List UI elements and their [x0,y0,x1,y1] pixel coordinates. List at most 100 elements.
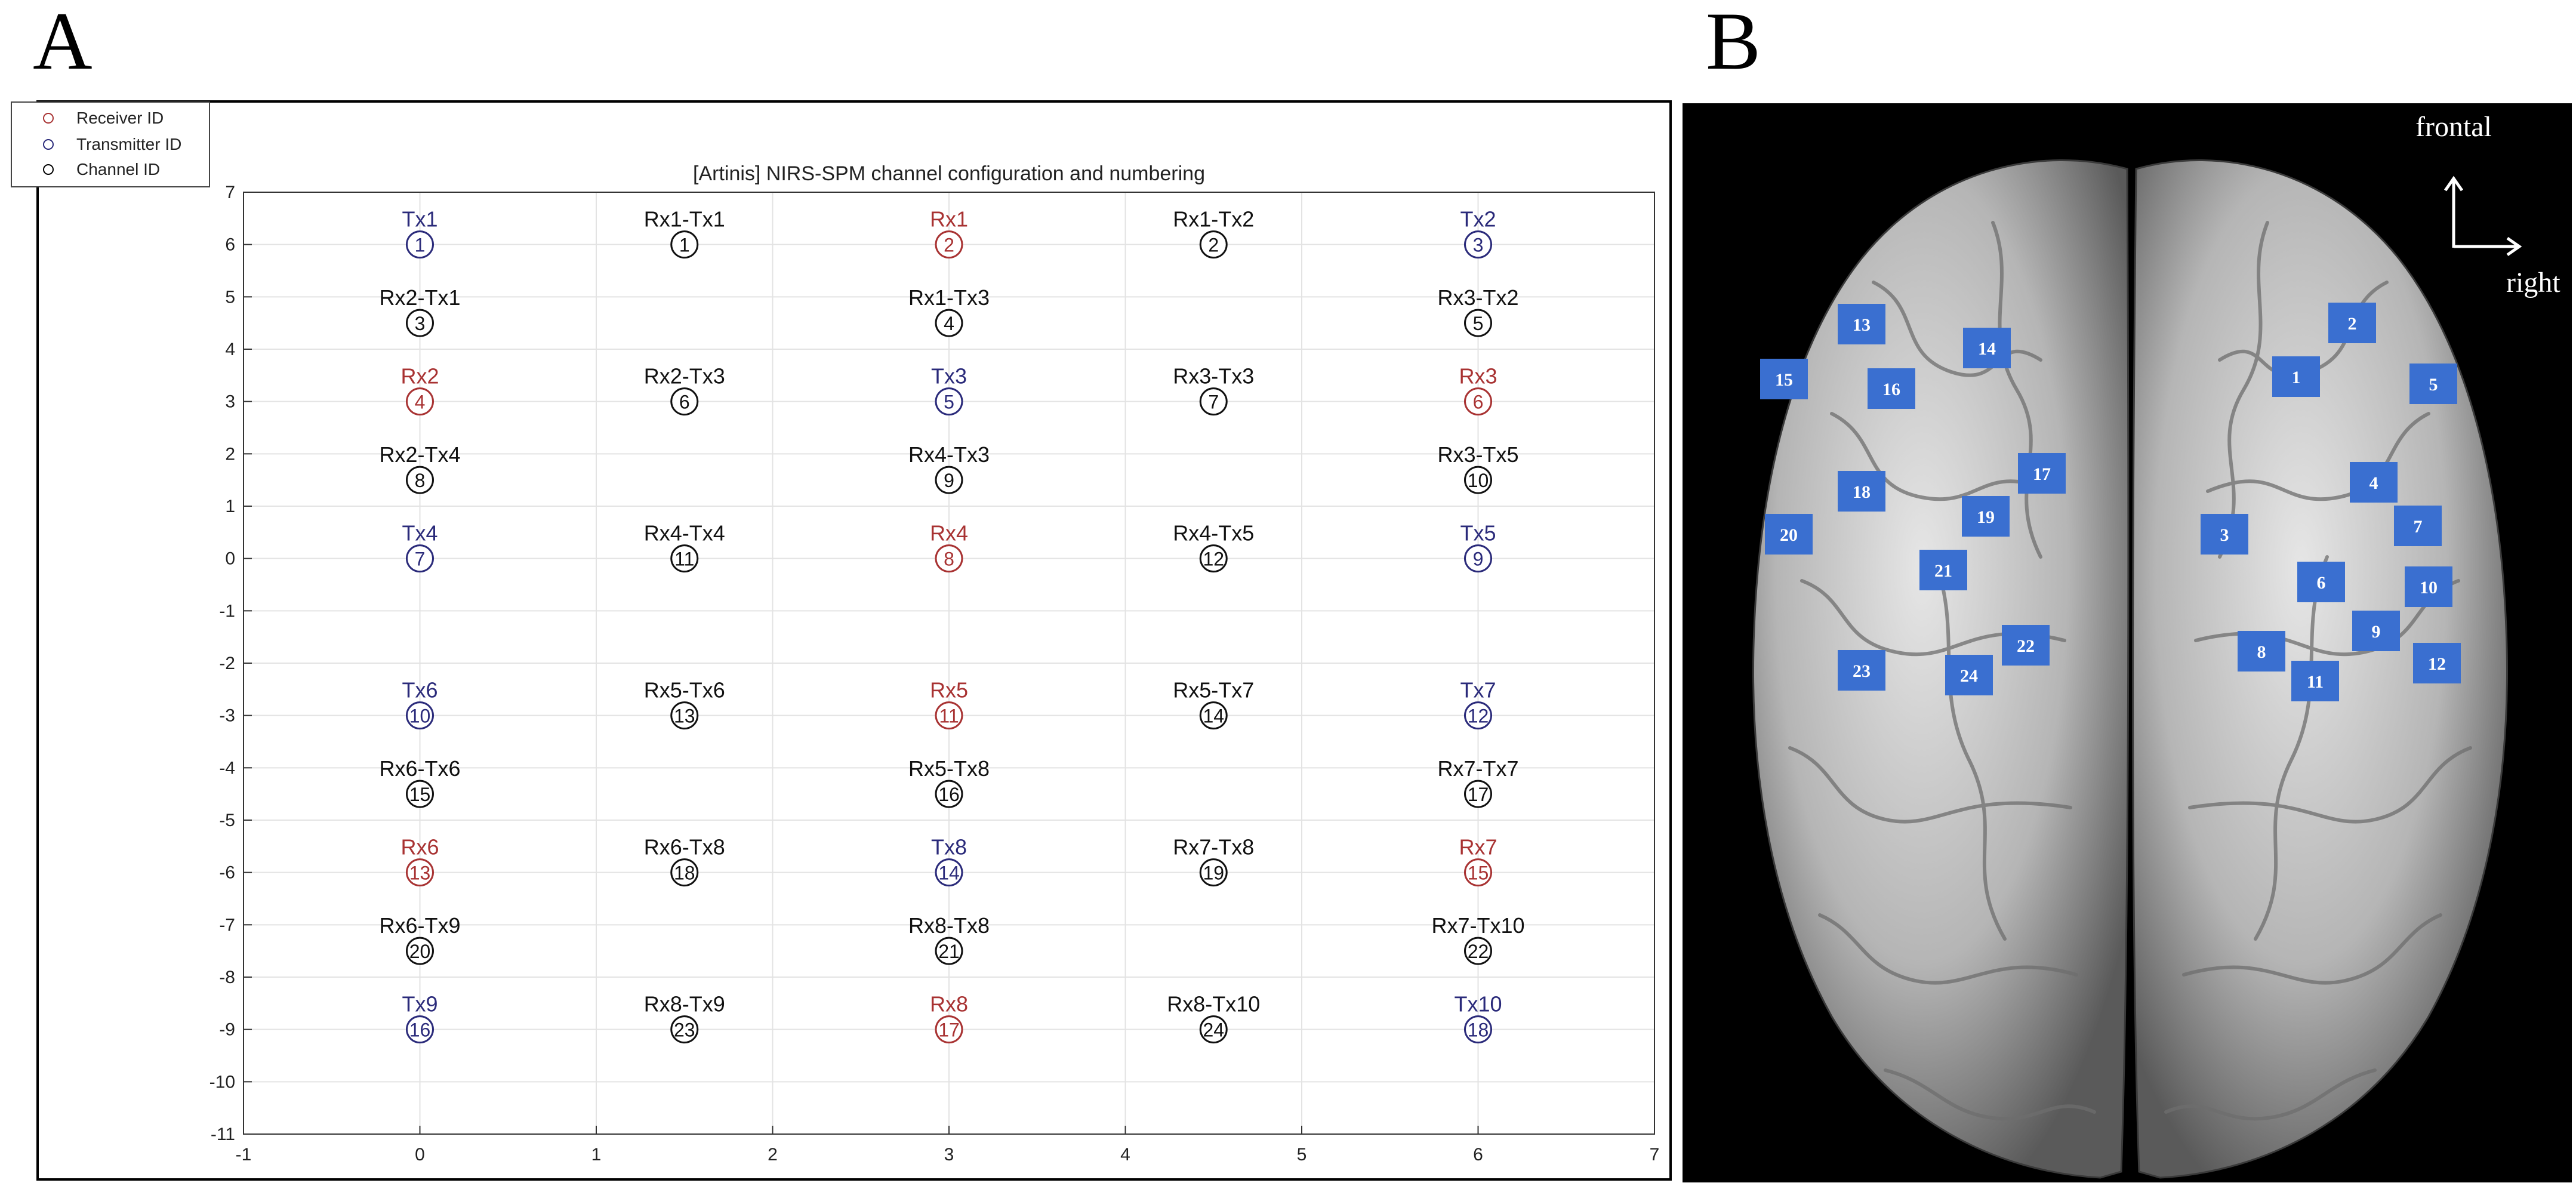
legend-label: Channel ID [76,160,161,178]
point-label: Tx9 [402,992,437,1016]
channel-marker [1765,514,1813,555]
point-marker [1464,544,1492,573]
channel-marker [2350,462,2398,503]
point-id: 1 [415,235,426,256]
point-marker [1199,1015,1228,1044]
channel-marker [2405,566,2452,607]
channel-marker [2002,625,2050,666]
channel-marker-label: 1 [2292,368,2301,387]
channel-marker-label: 18 [1853,482,1871,502]
point-label: Tx1 [402,207,437,232]
point-marker [935,466,963,494]
point-label: Tx10 [1454,992,1502,1016]
channel-marker-label: 13 [1853,315,1871,335]
point-marker [670,544,699,573]
point-label: Rx5-Tx6 [644,678,725,703]
y-tick-label: 5 [225,287,235,307]
legend-label: Transmitter ID [76,135,182,153]
point-label: Tx4 [402,521,437,546]
channel-marker [2413,643,2461,683]
legend-item-transmitter: Transmitter ID [12,134,181,155]
right-label: right [2506,267,2560,298]
channel-marker [1838,304,1885,344]
point-marker [1199,858,1228,887]
point-marker [1464,1015,1492,1044]
y-tick-label: -9 [219,1020,235,1040]
point-marker [1464,309,1492,337]
point-label: Rx8-Tx9 [644,992,725,1016]
orientation-arrows [2443,175,2522,257]
channel-marker-label: 20 [1780,525,1798,545]
point-marker [935,701,963,730]
point-label: Rx6-Tx6 [379,756,460,781]
point-id: 17 [938,1019,960,1041]
gyri-pattern [1788,221,2472,1121]
channel-marker-label: 14 [1978,339,1996,359]
channel-marker [1919,550,1967,590]
point-label: Rx6-Tx9 [379,913,460,938]
y-tick-label: -2 [219,654,235,673]
channel-marker-label: 15 [1775,370,1793,390]
channel-marker-label: 8 [2257,642,2266,662]
channel-marker-label: 12 [2428,654,2446,674]
channel-marker-label: 7 [2414,517,2423,537]
point-id: 15 [1468,863,1489,884]
point-label: Rx4-Tx3 [908,442,990,467]
channel-marker [1838,471,1885,512]
point-id: 16 [938,784,960,805]
legend: Receiver ID Transmitter ID Channel ID [11,101,210,187]
channel-marker-label: 21 [1934,561,1952,581]
point-id: 17 [1468,784,1489,805]
y-tick-label: -11 [211,1125,235,1144]
point-label: Rx6-Tx8 [644,835,725,860]
point-id: 13 [674,706,695,727]
point-id: 9 [1473,549,1484,570]
point-marker [1464,937,1492,965]
channel-marker [2291,661,2339,701]
point-marker [935,230,963,259]
receiver-marker-icon [43,113,54,124]
point-id: 14 [1203,706,1224,727]
point-label: Tx5 [1460,521,1496,546]
point-marker [406,701,434,730]
x-tick-label: 2 [768,1145,778,1165]
point-label: Tx8 [931,835,967,860]
point-marker [1464,858,1492,887]
channel-marker [2272,356,2320,397]
point-id: 8 [415,470,426,491]
point-label: Rx3-Tx5 [1437,442,1518,467]
y-tick-label: -3 [219,706,235,726]
point-label: Tx6 [402,678,437,703]
point-id: 3 [1473,235,1484,256]
point-label: Rx5 [930,678,968,703]
channel-marker [1868,368,1915,409]
point-label: Tx7 [1460,678,1496,703]
point-marker [1199,544,1228,573]
point-label: Rx3-Tx3 [1173,364,1254,389]
point-id: 22 [1468,941,1489,962]
point-id: 10 [1468,470,1489,491]
y-tick-label: -5 [219,811,235,830]
point-marker [670,701,699,730]
point-marker [1464,230,1492,259]
channel-marker [1760,359,1808,399]
y-tick-label: -10 [209,1072,235,1092]
x-tick-label: 6 [1473,1145,1483,1165]
channel-marker [1962,496,2010,537]
point-marker [406,858,434,887]
point-id: 13 [409,863,431,884]
channel-marker-label: 22 [2017,636,2035,656]
point-label: Rx3-Tx2 [1437,285,1518,310]
point-marker [670,858,699,887]
point-label: Rx7-Tx10 [1431,913,1524,938]
y-tick-label: 6 [225,235,235,255]
channel-marker [2328,303,2376,343]
point-id: 1 [679,235,690,256]
channel-marker [2238,631,2285,671]
x-tick-label: 1 [591,1145,602,1165]
point-id: 20 [409,941,431,962]
channel-marker-label: 3 [2220,525,2229,545]
point-marker [670,1015,699,1044]
legend-item-receiver: Receiver ID [12,107,164,129]
point-id: 3 [415,313,426,334]
